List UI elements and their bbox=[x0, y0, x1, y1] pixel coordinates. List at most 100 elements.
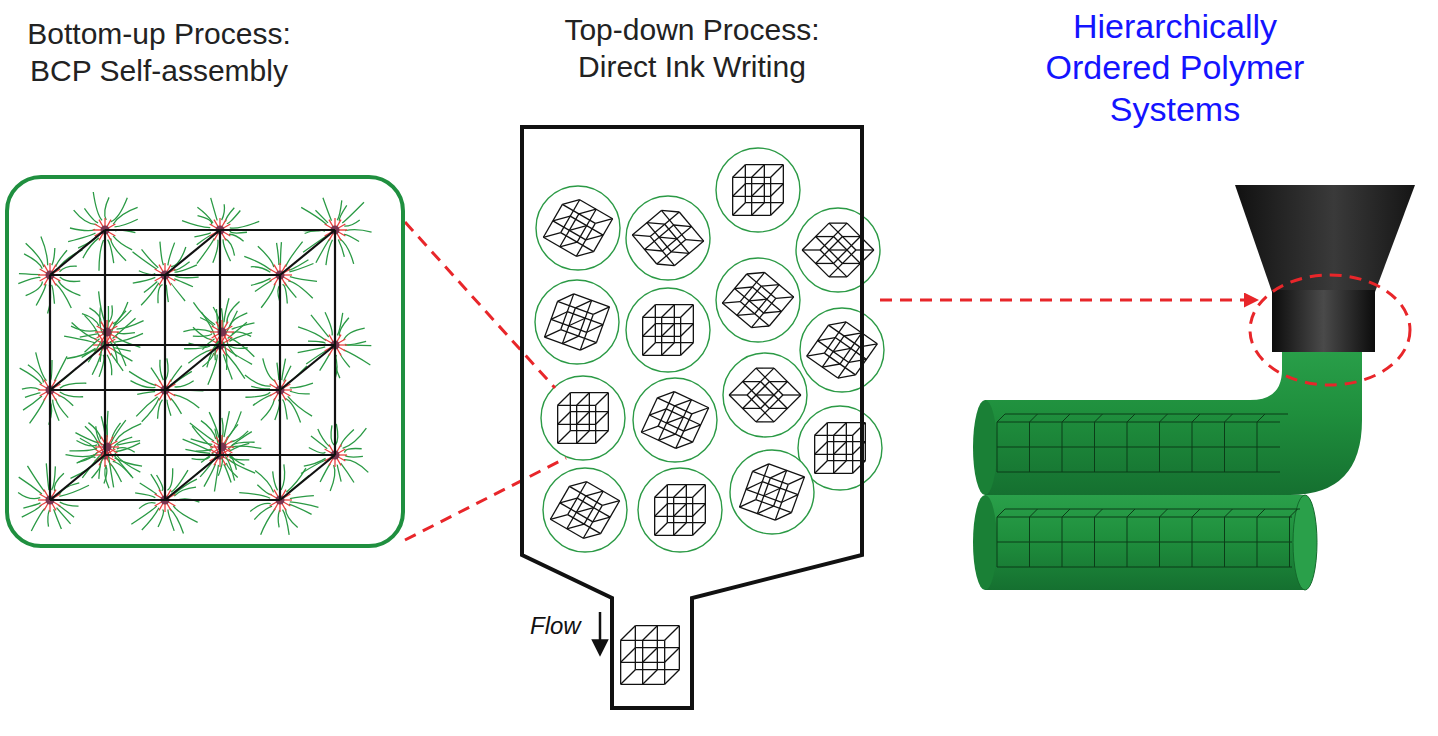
polymer-chain bbox=[80, 334, 97, 337]
lattice-line bbox=[665, 626, 680, 641]
nozzle-tip bbox=[1272, 290, 1375, 352]
polymer-chain bbox=[277, 243, 279, 265]
polymer-chain bbox=[135, 493, 155, 498]
polymer-chain bbox=[288, 281, 313, 298]
lattice-line bbox=[829, 315, 847, 333]
lattice-line bbox=[684, 420, 701, 437]
polymer-chain bbox=[115, 424, 141, 442]
lattice-line bbox=[765, 272, 794, 296]
filament-lattice-line bbox=[1062, 422, 1063, 472]
lattice-line bbox=[577, 393, 590, 406]
polymer-chain bbox=[60, 392, 83, 397]
polymer-chain bbox=[190, 423, 214, 441]
polymer-chain bbox=[55, 283, 71, 308]
zoom-line bbox=[405, 222, 555, 388]
unit-cell-icon bbox=[543, 193, 612, 262]
lattice-line bbox=[567, 518, 584, 535]
filament-lattice-line bbox=[1192, 422, 1193, 472]
unit-cell-icon bbox=[643, 305, 694, 356]
filament-lattice-line bbox=[997, 517, 1292, 518]
polymer-chain bbox=[60, 277, 80, 282]
polymer-chain bbox=[290, 277, 317, 282]
polymer-chain bbox=[250, 503, 270, 511]
lattice-line bbox=[671, 244, 689, 262]
lattice-line bbox=[674, 523, 687, 536]
lattice-line bbox=[833, 341, 851, 359]
grain-outline bbox=[716, 258, 800, 342]
polymer-chain bbox=[284, 366, 291, 381]
polymer-chain bbox=[157, 475, 163, 491]
lattice-line bbox=[562, 193, 579, 210]
filament-lattice-line bbox=[997, 567, 1292, 568]
polymer-chain bbox=[309, 448, 326, 454]
polymer-chain bbox=[229, 460, 255, 474]
polymer-chain bbox=[218, 457, 222, 476]
polymer-chain bbox=[230, 231, 247, 233]
lattice-line bbox=[104, 230, 106, 455]
polymer-chain bbox=[113, 236, 132, 250]
polymer-chain bbox=[257, 485, 271, 495]
polymer-chain bbox=[174, 395, 199, 408]
lattice-line bbox=[674, 504, 687, 517]
polymer-chain bbox=[60, 502, 79, 506]
lattice-line bbox=[675, 241, 704, 265]
polymer-chain bbox=[131, 506, 157, 524]
lattice-line bbox=[692, 402, 709, 419]
unit-cell-icon bbox=[621, 626, 680, 685]
polymer-chain bbox=[223, 342, 227, 370]
lattice-line bbox=[752, 165, 765, 178]
lattice-line bbox=[655, 504, 668, 517]
grain-outline bbox=[535, 280, 619, 364]
polymer-chain bbox=[93, 192, 102, 220]
lattice-line bbox=[829, 268, 847, 286]
lattice-line bbox=[659, 429, 676, 446]
polymer-chain bbox=[244, 256, 271, 270]
polymer-chain bbox=[263, 358, 275, 381]
polymer-chain bbox=[344, 328, 365, 340]
polymer-chain bbox=[78, 236, 97, 248]
filament-lattice-line bbox=[1224, 517, 1225, 567]
polymer-chain bbox=[168, 510, 174, 531]
filament-lattice-line bbox=[1127, 414, 1135, 422]
polymer-chain bbox=[197, 207, 213, 223]
lattice-line bbox=[602, 494, 619, 511]
lattice-line bbox=[650, 236, 674, 265]
polymer-chain bbox=[308, 341, 325, 343]
filament-lattice-line bbox=[1192, 509, 1200, 517]
polymer-chain bbox=[141, 283, 159, 305]
polymer-chain bbox=[245, 392, 270, 397]
lattice-line bbox=[770, 466, 786, 482]
filament-lattice-line bbox=[1224, 422, 1225, 472]
filament-lattice-line bbox=[997, 422, 1280, 423]
polymer-chain bbox=[251, 278, 271, 285]
filament-lattice-line bbox=[1160, 414, 1168, 422]
filament-lattice-line bbox=[1225, 414, 1233, 422]
polymer-chain bbox=[289, 504, 311, 514]
polymer-chain bbox=[214, 465, 218, 492]
polymer-chain bbox=[344, 234, 359, 241]
lattice-line bbox=[681, 324, 694, 337]
polymer-chain bbox=[283, 510, 290, 535]
lattice-line bbox=[641, 421, 658, 438]
lattice-line bbox=[733, 184, 746, 197]
filament-lattice-line bbox=[1062, 414, 1070, 422]
lattice-line bbox=[50, 345, 105, 390]
polymer-chain bbox=[53, 400, 59, 421]
polymer-chain bbox=[230, 313, 247, 326]
polymer-chain bbox=[232, 332, 251, 336]
polymer-chain bbox=[144, 281, 157, 292]
polymer-chain bbox=[251, 386, 270, 389]
polymer-chain bbox=[330, 465, 335, 491]
polymer-chain bbox=[318, 429, 330, 447]
polymer-chain bbox=[117, 448, 135, 453]
polymer-chain bbox=[281, 464, 285, 490]
polymer-chain bbox=[280, 242, 282, 265]
polymer-chain bbox=[194, 233, 210, 237]
lattice-line bbox=[834, 423, 847, 436]
polymer-chain bbox=[342, 202, 364, 223]
unit-cell-icon bbox=[740, 460, 805, 525]
lattice-line bbox=[543, 226, 560, 243]
filament-lattice-line bbox=[1005, 414, 1288, 415]
flow-arrow bbox=[599, 612, 602, 648]
polymer-chain bbox=[88, 341, 101, 363]
